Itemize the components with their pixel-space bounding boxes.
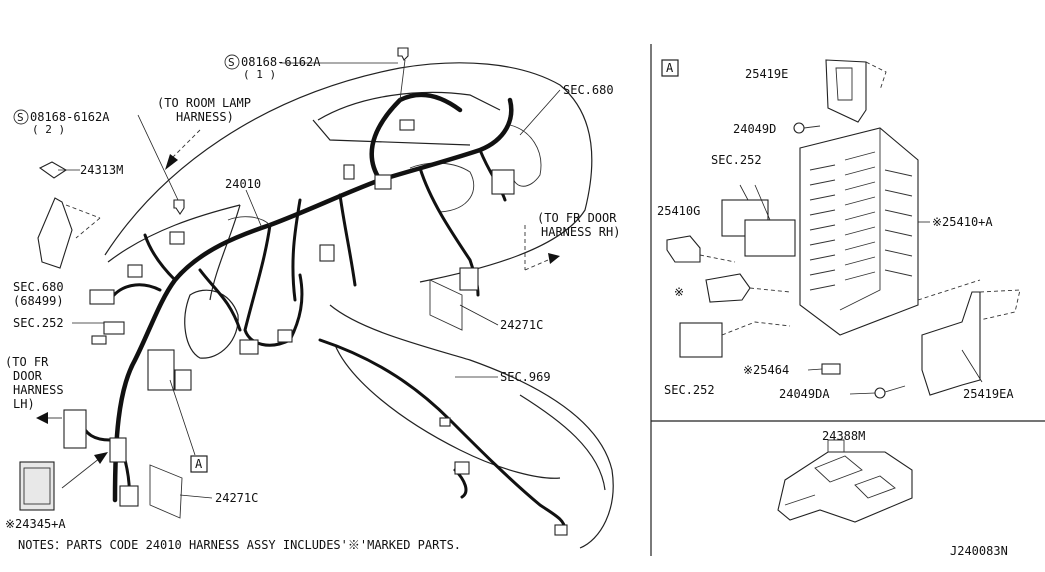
label-24271c-right: 24271C xyxy=(500,318,543,332)
fuse-box-slots xyxy=(809,151,913,291)
bolt-callout-left: S 08168-6162A ( 2 ) xyxy=(13,109,110,136)
detail-panel-letter: A xyxy=(666,61,674,75)
bolt-top-qty: ( 1 ) xyxy=(243,68,276,81)
bolt-left-code: 08168-6162A xyxy=(30,110,110,124)
label-sec252-top: SEC.252 xyxy=(711,153,762,167)
detail-marker-letter: A xyxy=(195,457,203,471)
label-24010: 24010 xyxy=(225,177,261,191)
label-24345a: ※24345+A xyxy=(5,517,66,531)
bolt-top-code: 08168-6162A xyxy=(241,55,321,69)
label-25410a: ※25410+A xyxy=(932,215,993,229)
fr-door-rh-line1: (TO FR DOOR xyxy=(537,211,617,225)
label-25419ea: 25419EA xyxy=(963,387,1014,401)
callout-room-lamp: (TO ROOM LAMP HARNESS) xyxy=(157,96,251,124)
bracket-panel: 24388M xyxy=(777,429,913,523)
detail-marker-main: A xyxy=(190,455,208,473)
fr-door-rh-line2: HARNESS RH) xyxy=(541,225,620,239)
label-25410g: 25410G xyxy=(657,204,700,218)
harness-connectors xyxy=(19,47,568,536)
callout-fr-door-rh: (TO FR DOOR HARNESS RH) xyxy=(537,211,620,239)
bolt-left-qty: ( 2 ) xyxy=(32,123,65,136)
label-25419e: 25419E xyxy=(745,67,788,81)
label-sec252-bottom: SEC.252 xyxy=(664,383,715,397)
direction-arrows xyxy=(36,129,560,489)
bolt-callout-top: S 08168-6162A ( 1 ) xyxy=(224,54,321,81)
room-lamp-line2: HARNESS) xyxy=(176,110,234,124)
label-sec680-left: SEC.680 xyxy=(13,280,64,294)
label-sec680-top: SEC.680 xyxy=(563,83,614,97)
label-sec252-left: SEC.252 xyxy=(13,316,64,330)
label-25464: ※25464 xyxy=(743,363,789,377)
label-24388m: 24388M xyxy=(822,429,865,443)
fr-door-lh-line2: DOOR xyxy=(13,369,43,383)
fr-door-lh-line4: LH) xyxy=(13,397,35,411)
panel-frames xyxy=(650,44,1045,556)
label-24049d: 24049D xyxy=(733,122,776,136)
notes-text: NOTES：PARTS CODE 24010 HARNESS ASSY INCL… xyxy=(18,538,461,552)
label-24049da: 24049DA xyxy=(779,387,830,401)
label-24271c-bottom: 24271C xyxy=(215,491,258,505)
bolt-left-prefix: S xyxy=(17,111,24,124)
drawing-id: J240083N xyxy=(950,544,1008,558)
label-star-small: ※ xyxy=(674,285,684,299)
fr-door-lh-line3: HARNESS xyxy=(13,383,64,397)
bolt-top-prefix: S xyxy=(228,56,235,69)
label-68499: (68499) xyxy=(13,294,64,308)
room-lamp-line1: (TO ROOM LAMP xyxy=(157,96,251,110)
detail-panel-a: A xyxy=(657,59,1021,401)
label-sec969: SEC.969 xyxy=(500,370,551,384)
label-24313m: 24313M xyxy=(80,163,123,177)
leader-lines xyxy=(58,62,561,499)
callout-fr-door-lh: (TO FR DOOR HARNESS LH) xyxy=(5,355,64,411)
instrument-panel-outline xyxy=(104,62,614,549)
fr-door-lh-line1: (TO FR xyxy=(5,355,49,369)
